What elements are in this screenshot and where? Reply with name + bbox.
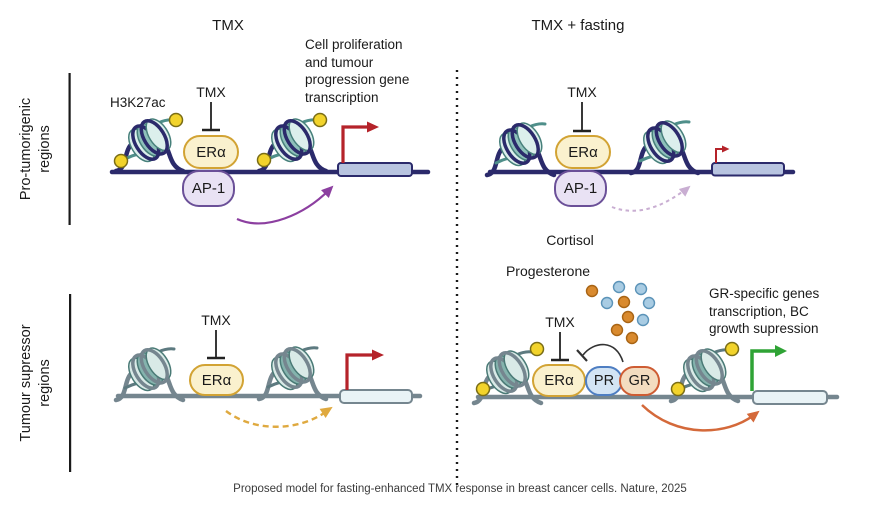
gene-box (337, 162, 413, 177)
gr-protein-badge: GR (619, 366, 660, 396)
h3k27ac-label: H3K27ac (110, 95, 166, 110)
tmx-inhibition-icon (207, 330, 225, 360)
ap1-protein-badge: AP-1 (182, 170, 235, 207)
gene-box (752, 390, 828, 405)
tmx-label: TMX (545, 314, 575, 330)
gene-box (339, 389, 413, 404)
column-header-tmx-fasting: TMX + fasting (531, 17, 625, 34)
gr-pr-inhibits-era-arc (576, 343, 624, 363)
tmx-inhibition-icon (551, 332, 569, 362)
cortisol-label: Cortisol (546, 232, 594, 248)
gr-activation-arrow-orange (641, 404, 760, 432)
quadrant-pro-tumorigenic-tmx-fasting (487, 102, 796, 212)
tmx-inhibition-icon (202, 102, 220, 132)
column-header-tmx: TMX (212, 17, 244, 34)
tmx-inhibition-icon (573, 102, 591, 133)
hormone-molecule-dots (585, 280, 656, 345)
nucleosome-icon (487, 118, 554, 175)
weak-activation-arrow-gold-dashed (225, 406, 333, 428)
ap1-weak-activation-arrow-dashed (611, 185, 691, 212)
top-row-bracket-line (68, 73, 71, 225)
nucleosome-icon (116, 343, 183, 400)
era-protein-badge: ERα (189, 364, 244, 396)
era-protein-badge: ERα (183, 135, 239, 169)
transcription-start-arrow-red (341, 121, 379, 163)
ap1-activation-arrow-purple (236, 185, 334, 225)
figure-caption: Proposed model for fasting-enhanced TMX … (233, 483, 687, 495)
progesterone-label: Progesterone (505, 263, 591, 279)
ap1-protein-badge: AP-1 (554, 170, 607, 207)
h3k27ac-acetyl-marks (475, 341, 740, 397)
bottom-row-bracket-line (69, 294, 72, 472)
transcription-start-arrow-green (750, 345, 787, 391)
h3k27ac-acetyl-marks (113, 112, 328, 169)
transcription-start-arrow-red (345, 349, 384, 390)
pr-protein-badge: PR (585, 366, 623, 396)
era-protein-badge: ERα (555, 135, 611, 169)
nucleosome-icon (631, 116, 698, 173)
nucleosome-icon (259, 342, 326, 399)
gene-box (711, 162, 785, 177)
tmx-label: TMX (196, 84, 226, 100)
tmx-label: TMX (201, 312, 231, 328)
tmx-label: TMX (567, 84, 597, 100)
quadrant-tumour-supressor-tmx-fasting (474, 280, 840, 432)
quadrant-pro-tumorigenic-tmx (109, 102, 431, 225)
quadrant-tumour-supressor-tmx (116, 330, 423, 428)
weak-transcription-flag-red (715, 145, 730, 163)
era-protein-badge: ERα (532, 364, 586, 397)
